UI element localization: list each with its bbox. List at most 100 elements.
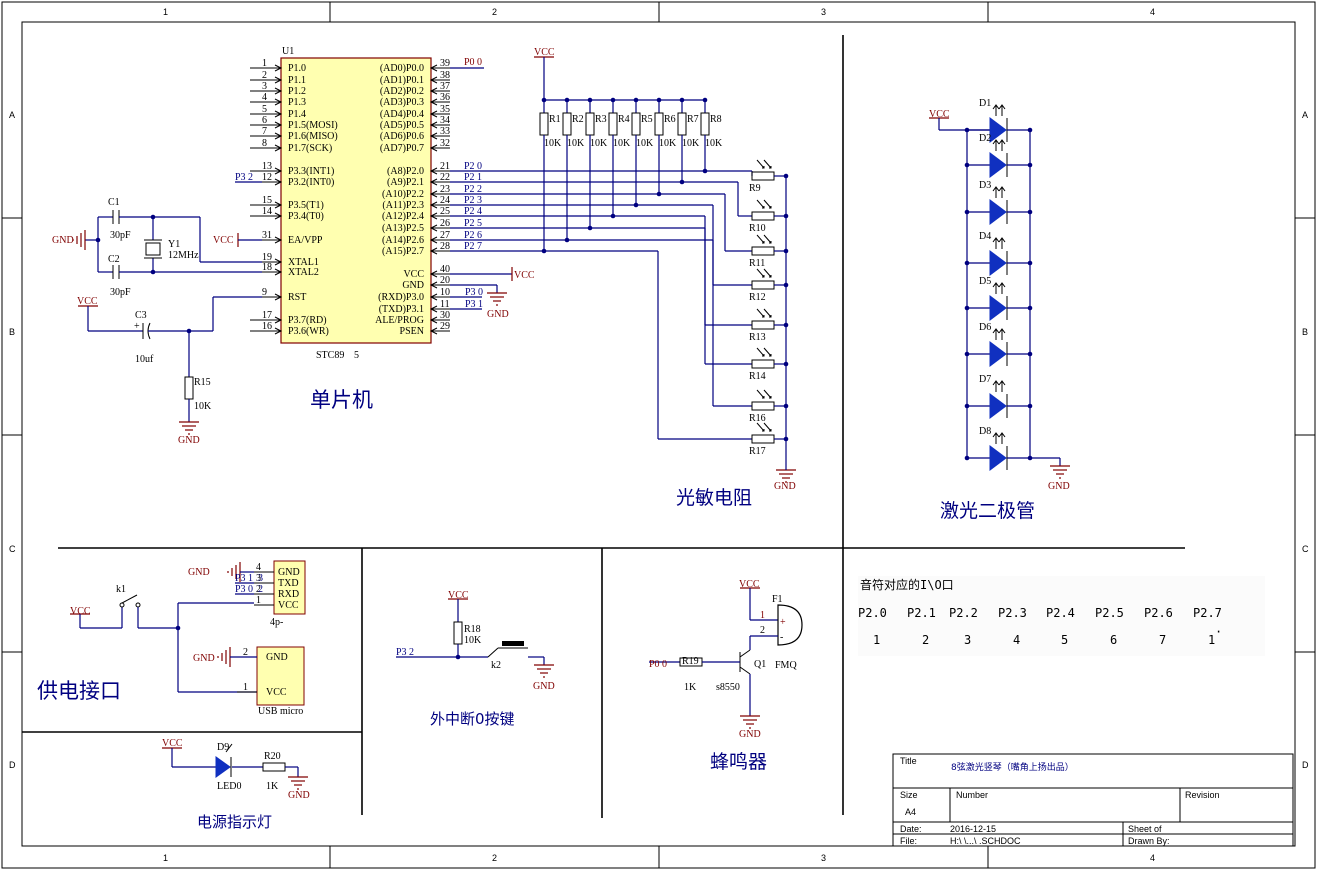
mcu-pin-number: 14 <box>262 206 272 217</box>
file-value: H:\ \...\ .SCHDOC <box>950 836 1021 846</box>
ground-symbol <box>217 647 231 667</box>
note-table-port: P2.4 <box>1046 606 1075 620</box>
mcu-pin-name: (A9)P2.1 <box>387 177 424 188</box>
mcu-part-suffix: 5 <box>354 350 359 361</box>
junction-dot <box>150 269 156 275</box>
mcu-pin-name: P3.2(INT0) <box>288 177 334 188</box>
y1-ref: Y1 <box>168 239 180 250</box>
ground-symbol <box>740 715 760 729</box>
p2-net-label: P2 2 <box>464 184 482 195</box>
note-table-port: P2.3 <box>998 606 1027 620</box>
pled-gnd-label: GND <box>288 790 310 801</box>
btn-net-p32: P3 2 <box>396 647 414 658</box>
connector-4p-pin-number: 1 <box>256 595 261 606</box>
junction-dot <box>964 209 970 215</box>
laser-diode-icon <box>989 199 1007 225</box>
r20-ref: R20 <box>264 751 281 762</box>
ldr-ref: R17 <box>749 446 766 457</box>
junction-dot <box>964 127 970 133</box>
junction-dot <box>95 237 101 243</box>
laser-diode-icon <box>989 152 1007 178</box>
r18-ref: R18 <box>464 624 481 635</box>
connector-usb-pin-number: 1 <box>243 682 248 693</box>
mcu-pin-number: 11 <box>440 299 450 310</box>
note-table-port: P2.0 <box>858 606 887 620</box>
mcu-pin-number: 7 <box>262 126 267 137</box>
pullup-resistor-body <box>677 112 687 136</box>
p2-net-label: P2 1 <box>464 172 482 183</box>
junction-dot <box>783 403 789 409</box>
conn4-net-p30: P3 0 <box>235 584 253 595</box>
mcu-pin-name: VCC <box>403 269 424 280</box>
net-label-p31-mcu: P3 1 <box>465 299 483 310</box>
mcu-pin-name: ALE/PROG <box>375 315 424 326</box>
ldr-body <box>751 401 775 411</box>
pullup-vcc-label: VCC <box>534 47 555 58</box>
c1-value: 30pF <box>110 230 131 241</box>
pullup-value: 10K <box>590 138 608 149</box>
ldr-ref: R12 <box>749 292 766 303</box>
r20-value: 1K <box>266 781 279 792</box>
pullup-resistor-body <box>700 112 710 136</box>
grid-col-bottom-2: 2 <box>492 853 497 863</box>
laser-diode-ref: D5 <box>979 276 991 287</box>
p2-net-label: P2 4 <box>464 206 482 217</box>
clock-gnd-label: GND <box>52 235 74 246</box>
net-label-p32: P3 2 <box>235 172 253 183</box>
power-led-circuit: VCC GND D9 LED0 R20 1K <box>162 738 310 801</box>
connector-4p-pin-name: TXD <box>278 578 299 589</box>
mcu-pin-number: 36 <box>440 92 450 103</box>
mcu-pin-number: 39 <box>440 58 450 69</box>
ground-symbol <box>534 664 554 678</box>
ground-symbol <box>487 292 507 306</box>
ldr-ref: R13 <box>749 332 766 343</box>
pullup-ref: R4 <box>618 114 630 125</box>
mcu-pin-number: 5 <box>262 104 267 115</box>
connector-4p-pin-number: 3 <box>256 573 261 584</box>
grid-row-right-b: B <box>1302 327 1308 337</box>
reset-vcc-label: VCC <box>77 296 98 307</box>
buzz-pin1: 1 <box>760 610 765 621</box>
laser-diode-icon <box>989 117 1007 143</box>
mcu-pin-number: 4 <box>262 92 267 103</box>
section-title-laser-diode: 激光二极管 <box>940 500 1035 522</box>
buzz-vcc-label: VCC <box>739 579 760 590</box>
pullup-resistor-body <box>608 112 618 136</box>
pullup-ref: R7 <box>687 114 699 125</box>
p2-net-label: P2 3 <box>464 195 482 206</box>
pullup-value: 10K <box>682 138 700 149</box>
ext-interrupt-button: VCC GND P3 2 R18 10K k2 <box>396 590 555 692</box>
mcu-pin-number: 12 <box>262 172 272 183</box>
note-table-high-mark: · <box>1215 625 1222 639</box>
section-title-ext-interrupt: 外中断0按键 <box>430 710 515 728</box>
buzz-minus: - <box>780 632 783 643</box>
section-dividers <box>22 35 1185 818</box>
mcu-pin-number: 2 <box>262 70 267 81</box>
junction-dot <box>1027 455 1033 461</box>
note-table-port: P2.6 <box>1144 606 1173 620</box>
junction-dot <box>964 305 970 311</box>
laser-vcc-label: VCC <box>929 109 950 120</box>
laser-gnd-label: GND <box>1048 481 1070 492</box>
mcu-pin-number: 25 <box>440 206 450 217</box>
mcu-pin-number: 31 <box>262 230 272 241</box>
mcu-pin-number: 26 <box>440 218 450 229</box>
grid-row-right-d: D <box>1302 760 1309 770</box>
ldr-ref: R16 <box>749 413 766 424</box>
mcu-pin-number: 22 <box>440 172 450 183</box>
buzz-net-p00: P0 0 <box>649 659 667 670</box>
c2-value: 30pF <box>110 287 131 298</box>
mcu-pin-number: 21 <box>440 161 450 172</box>
junction-dot <box>964 260 970 266</box>
mcu-pin-name: P1.6(MISO) <box>288 131 338 142</box>
laser-diode-ref: D8 <box>979 426 991 437</box>
mcu-pin-name: (A11)P2.3 <box>382 200 424 211</box>
q1-ref: Q1 <box>754 659 766 670</box>
grid-col-bottom-4: 4 <box>1150 853 1155 863</box>
laser-diode-ref: D3 <box>979 180 991 191</box>
number-label: Number <box>956 790 988 800</box>
pullup-resistor-body <box>562 112 572 136</box>
connector-4p-pin-name: GND <box>278 567 300 578</box>
